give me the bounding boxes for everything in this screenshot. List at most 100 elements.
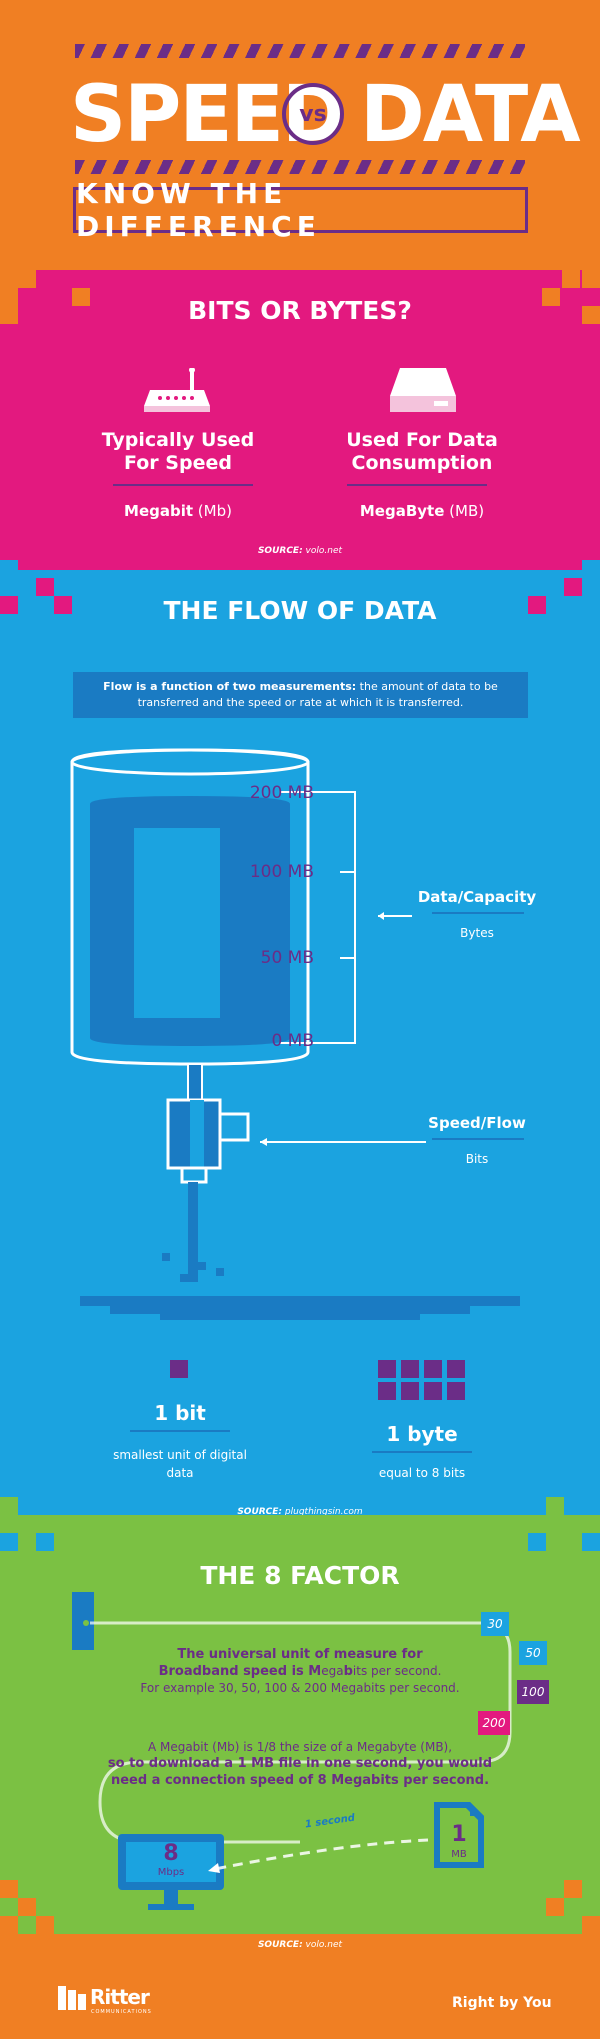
title-data: DATA: [360, 70, 581, 160]
bit-desc-line1: smallest unit of digital: [113, 1448, 247, 1462]
pixel-decor: [546, 1898, 564, 1916]
bits-section: [0, 270, 600, 570]
speed-tag-50: 50: [519, 1641, 547, 1665]
monitor-unit: Mbps: [157, 1867, 185, 1878]
flow-intro-rest: the amount of data to be transferred and…: [137, 680, 498, 709]
flow-intro-box: Flow is a function of two measurements: …: [73, 672, 528, 718]
pixel-decor: [72, 288, 90, 306]
data-divider: [347, 484, 487, 486]
pixel-decor: [546, 1497, 564, 1515]
level-50: 50 MB: [260, 948, 314, 968]
pixel-decor: [528, 596, 546, 614]
pixel-decor: [0, 1880, 18, 1898]
pixel-decor: [546, 578, 564, 596]
pixel-decor: [528, 1533, 546, 1551]
pixel-decor: [0, 288, 18, 306]
speed-flow-sub: Bits: [465, 1152, 489, 1166]
pixel-decor: [582, 306, 600, 324]
pixel-decor: [36, 1533, 54, 1551]
connection-path-illustration: [72, 1592, 512, 1910]
factor-text1-line2c: b: [343, 1664, 353, 1679]
speed-divider: [113, 484, 253, 486]
pixel-decor: [0, 1533, 18, 1551]
byte-squares-icon: [378, 1360, 465, 1400]
factor-text1-line2b: ega: [321, 1664, 344, 1678]
data-label-line1: Used For Data: [346, 429, 498, 451]
pixel-decor: [36, 1916, 54, 1934]
bit-square-icon: [170, 1360, 188, 1378]
footer-logo-sub: COMMUNICATIONS: [91, 2009, 152, 2015]
bit-title: 1 bit: [154, 1401, 206, 1425]
byte-divider: [372, 1451, 472, 1453]
speed-unit-name: Megabit: [124, 502, 194, 520]
bit-desc-line2: data: [166, 1466, 194, 1480]
header-stripes-top: [75, 44, 525, 58]
factor-text1-line3: For example 30, 50, 100 & 200 Megabits p…: [140, 1681, 460, 1695]
data-unit: MegaByte (MB): [342, 502, 502, 520]
factor-text2-line3: need a connection speed of 8 Megabits pe…: [110, 1773, 490, 1788]
factor-text1-line2e: per second.: [367, 1664, 442, 1678]
vs-badge: vs: [282, 83, 344, 145]
pixel-decor: [0, 270, 18, 288]
pixel-decor: [582, 560, 600, 578]
pixel-decor: [0, 1916, 18, 1934]
pixel-decor: [562, 270, 580, 288]
pixel-decor: [564, 578, 582, 596]
flow-intro-bold: Flow is a function of two measurements:: [103, 680, 357, 693]
level-0: 0 MB: [271, 1031, 314, 1051]
footer-band: [0, 1934, 600, 2039]
pixel-decor: [18, 578, 36, 596]
factor-text2-line1: A Megabit (Mb) is 1/8 the size of a Mega…: [147, 1740, 453, 1754]
flow-source-name: plugthingsin.com: [282, 1507, 363, 1517]
speed-tag-100: 100: [517, 1680, 549, 1704]
factor-text1-line2d: its: [352, 1664, 368, 1678]
pixel-decor: [0, 1497, 18, 1515]
data-tank-illustration: [70, 748, 520, 1320]
footer-logo: Ritter: [90, 1985, 150, 2009]
flow-title: THE FLOW OF DATA: [163, 596, 437, 625]
data-label: Used For Data Consumption: [342, 429, 502, 475]
pixel-decor: [54, 596, 72, 614]
factor-text1-line1: The universal unit of measure for: [177, 1647, 423, 1662]
speed-unit-abbr: (Mb): [193, 502, 232, 520]
ritter-logo-icon: [58, 1986, 86, 2010]
byte-description: equal to 8 bits: [378, 1466, 466, 1480]
footer-tagline: Right by You: [452, 1995, 552, 2011]
pixel-decor: [0, 306, 18, 324]
level-100: 100 MB: [249, 862, 314, 882]
pixel-decor: [582, 1533, 600, 1551]
speed-label-line1: Typically Used: [101, 429, 255, 451]
hard-drive-icon: [390, 368, 456, 412]
bit-description: smallest unit of digital data: [90, 1446, 270, 1482]
pixel-decor: [0, 560, 18, 578]
speed-flow-label: Speed/Flow: [428, 1114, 526, 1132]
factor-source-label: SOURCE:: [257, 1940, 303, 1950]
byte-title: 1 byte: [386, 1422, 458, 1446]
file-unit: MB: [451, 1849, 467, 1860]
pixel-decor: [18, 1898, 36, 1916]
factor-source-name: volo.net: [302, 1940, 343, 1950]
subtitle-box: KNOW THE DIFFERENCE: [73, 177, 528, 243]
header-stripes-bottom: [75, 160, 525, 174]
bits-source: SOURCE: volo.net: [0, 546, 600, 556]
speed-label-line2: For Speed: [124, 452, 232, 474]
data-label-line2: Consumption: [351, 452, 493, 474]
pixel-decor: [542, 288, 560, 306]
capacity-sub: Bytes: [460, 926, 494, 940]
factor-title: THE 8 FACTOR: [200, 1561, 400, 1590]
bits-title: BITS OR BYTES?: [188, 296, 412, 325]
bit-divider: [130, 1430, 230, 1432]
factor-text-1: The universal unit of measure for Broadb…: [120, 1646, 480, 1696]
data-unit-name: MegaByte: [359, 502, 445, 520]
pixel-decor: [582, 270, 600, 288]
file-value: 1: [451, 1822, 467, 1847]
speed-unit: Megabit (Mb): [98, 502, 258, 520]
speed-label: Typically Used For Speed: [98, 429, 258, 475]
factor-text-2: A Megabit (Mb) is 1/8 the size of a Mega…: [100, 1739, 500, 1789]
pixel-decor: [564, 1880, 582, 1898]
pixel-decor: [36, 578, 54, 596]
monitor-value: 8: [163, 1841, 179, 1866]
speed-tag-30: 30: [481, 1612, 509, 1636]
pixel-decor: [564, 1515, 582, 1533]
capacity-divider: [432, 912, 524, 914]
